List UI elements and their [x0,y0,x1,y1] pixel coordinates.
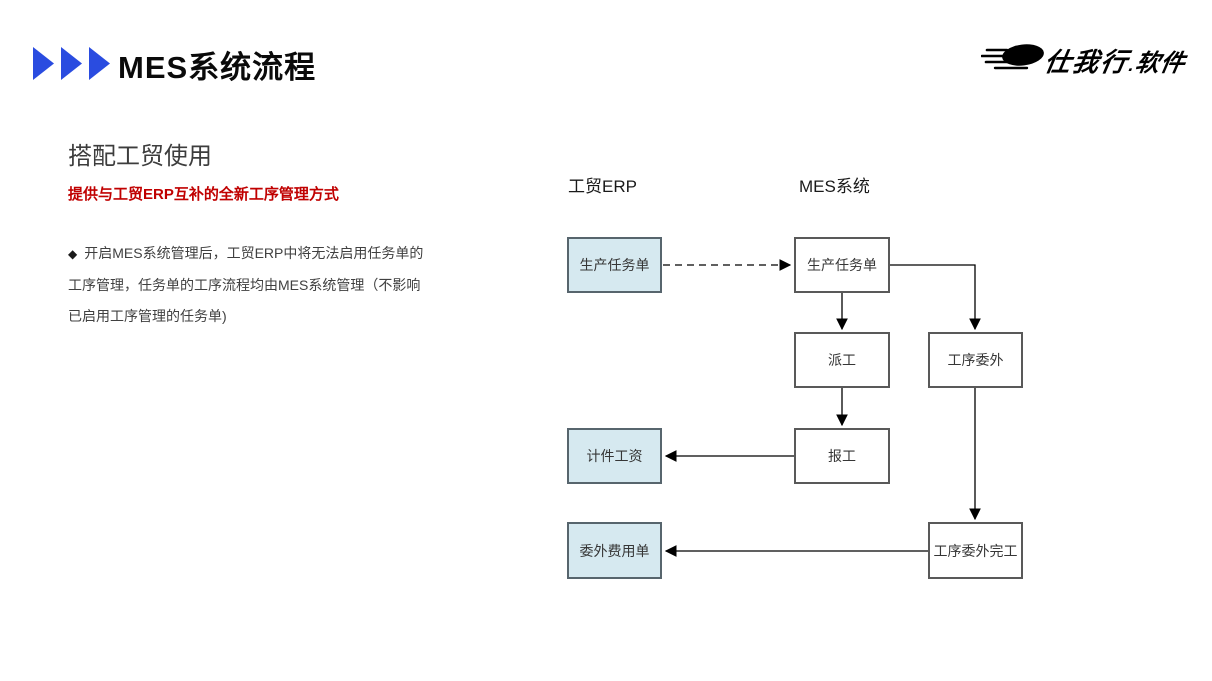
node-label: 报工 [828,448,856,464]
node-dispatch: 派工 [794,332,890,388]
logo-name: 仕我行 [1042,46,1132,77]
node-piecework-wage: 计件工资 [567,428,662,484]
section-heading: 搭配工贸使用 [68,143,212,170]
body-paragraph: ◆开启MES系统管理后，工贸ERP中将无法启用任务单的工序管理，任务单的工序流程… [68,238,430,332]
node-label: 生产任务单 [807,257,877,273]
node-outsourcing-completion: 工序委外完工 [928,522,1023,579]
node-process-outsourcing: 工序委外 [928,332,1023,388]
diamond-bullet-icon: ◆ [68,247,78,261]
node-label: 工序委外 [947,352,1004,368]
node-label: 派工 [828,352,856,368]
node-label: 生产任务单 [579,257,650,273]
node-mes-production-task: 生产任务单 [794,237,890,293]
page-title: MES系统流程 [118,50,317,85]
node-label: 工序委外完工 [933,542,1018,559]
node-label: 计件工资 [586,448,643,464]
column-label-mes: MES系统 [799,177,870,196]
logo-text: 仕我行 . 软件 [1042,42,1190,79]
node-erp-production-task: 生产任务单 [567,237,662,293]
column-label-erp: 工贸ERP [568,177,637,196]
swoosh-icon [980,44,1044,70]
company-logo: 仕我行 . 软件 [980,40,1188,80]
node-label: 委外费用单 [579,542,650,559]
node-work-report: 报工 [794,428,890,484]
edge-mes-task-to-outsource [890,264,981,331]
logo-suffix: 软件 [1133,49,1188,77]
paragraph-text: 开启MES系统管理后，工贸ERP中将无法启用任务单的工序管理，任务单的工序流程均… [68,245,424,324]
section-subheading: 提供与工贸ERP互补的全新工序管理方式 [68,186,339,203]
triple-arrow-icon [33,47,110,80]
node-outsourcing-fee-bill: 委外费用单 [567,522,662,579]
